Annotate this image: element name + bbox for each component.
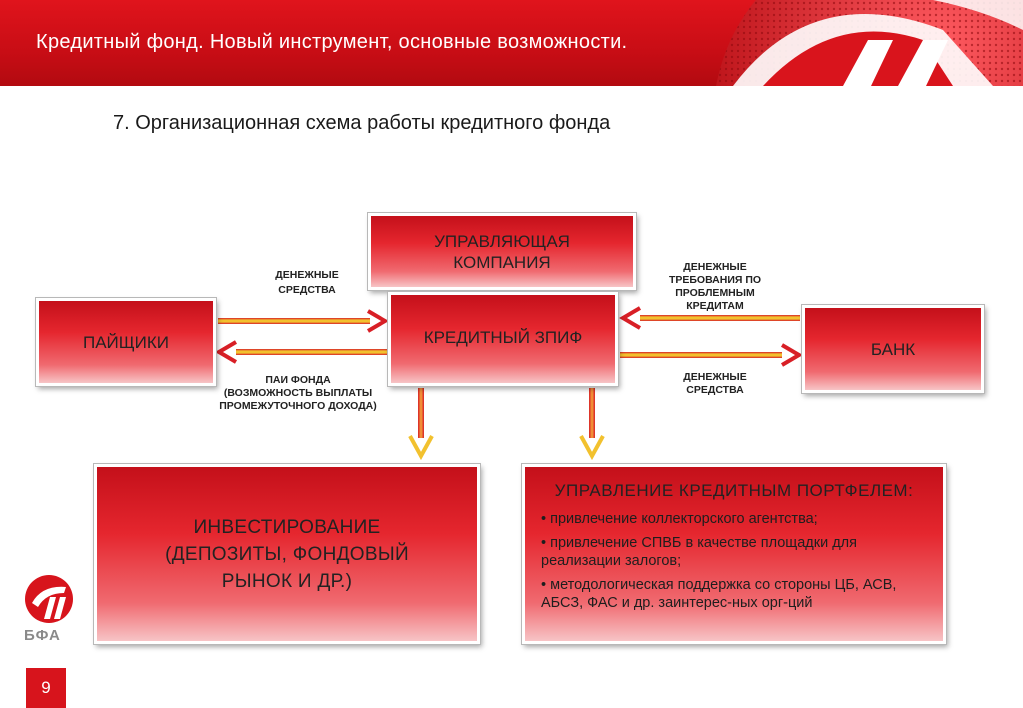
arrow-zpif-to-shareholders xyxy=(215,340,388,364)
page-number-badge: 9 xyxy=(26,668,66,708)
credit-zpif-box: КРЕДИТНЫЙ ЗПИФ xyxy=(388,292,618,386)
bank-box: БАНК xyxy=(802,305,984,393)
arrow-zpif-to-bank xyxy=(620,343,803,367)
bank-label: БАНК xyxy=(870,339,916,359)
header-bar: Кредитный фонд. Новый инструмент, основн… xyxy=(0,0,1023,86)
shareholders-box: ПАЙЩИКИ xyxy=(36,298,216,386)
shareholders-label: ПАЙЩИКИ xyxy=(82,332,170,352)
portfolio-item: • методологическая поддержка со стороны … xyxy=(541,577,897,611)
portfolio-title: УПРАВЛЕНИЕ КРЕДИТНЫМ ПОРТФЕЛЕМ: xyxy=(554,481,914,500)
management-company-label: УПРАВЛЯЮЩАЯ КОМПАНИЯ xyxy=(434,231,570,272)
claims-label: ДЕНЕЖНЫЕ ТРЕБОВАНИЯ ПО ПРОБЛЕМНЫМ КРЕДИТ… xyxy=(668,261,762,312)
arrow-zpif-to-investment xyxy=(408,388,434,461)
portfolio-item: • привлечение коллекторского агентства; xyxy=(541,511,818,527)
header-title: Кредитный фонд. Новый инструмент, основн… xyxy=(36,31,628,53)
arrow-bank-to-zpif xyxy=(619,306,800,330)
investment-box: ИНВЕСТИРОВАНИЕ (ДЕПОЗИТЫ, ФОНДОВЫЙ РЫНОК… xyxy=(94,464,480,644)
portfolio-list: • привлечение коллекторского агентства; … xyxy=(541,510,927,612)
money-flow-label-right: ДЕНЕЖНЫЕ СРЕДСТВА xyxy=(683,371,747,396)
bfa-logo-icon xyxy=(25,575,73,623)
arrow-zpif-to-portfolio xyxy=(579,388,605,461)
arrow-shareholders-to-zpif xyxy=(218,309,389,333)
portfolio-management-box: УПРАВЛЕНИЕ КРЕДИТНЫМ ПОРТФЕЛЕМ: • привле… xyxy=(522,464,946,644)
investment-label: ИНВЕСТИРОВАНИЕ (ДЕПОЗИТЫ, ФОНДОВЫЙ РЫНОК… xyxy=(165,516,409,592)
bfa-logo-text: БФА xyxy=(24,627,61,644)
portfolio-item: • привлечение СПВБ в качестве площадки д… xyxy=(541,535,857,569)
money-flow-label-left: ДЕНЕЖНЫЕ СРЕДСТВА xyxy=(275,269,339,296)
management-company-box: УПРАВЛЯЮЩАЯ КОМПАНИЯ xyxy=(368,213,636,290)
fund-shares-label: ПАИ ФОНДА (ВОЗМОЖНОСТЬ ВЫПЛАТЫ ПРОМЕЖУТО… xyxy=(219,374,377,412)
brand-emblem-decoration xyxy=(716,0,1023,86)
page-number: 9 xyxy=(41,678,51,697)
credit-zpif-label: КРЕДИТНЫЙ ЗПИФ xyxy=(423,328,583,347)
page-subtitle: 7. Организационная схема работы кредитно… xyxy=(113,112,611,134)
